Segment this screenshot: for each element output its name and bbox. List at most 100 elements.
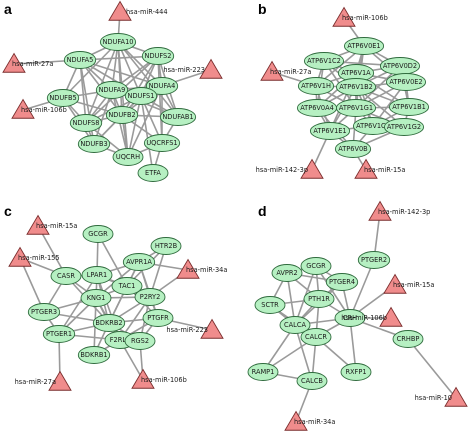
- gene-node-PTH1R[interactable]: PTH1R: [303, 290, 335, 308]
- gene-node-RXFP1[interactable]: RXFP1: [340, 363, 372, 381]
- mirna-node-b15a[interactable]: hsa-miR-15a: [354, 158, 405, 179]
- mirna-node-d1423p[interactable]: hsa-miR-142-3p: [368, 200, 430, 221]
- mirna-node-d10[interactable]: hsa-miR-10: [415, 386, 468, 407]
- gene-node-KNG1[interactable]: KNG1: [80, 289, 112, 307]
- gene-node-UQCRH[interactable]: UQCRH: [112, 148, 144, 166]
- mirna-triangle: [199, 58, 223, 79]
- mirna-node-c15a[interactable]: hsa-miR-15a: [26, 214, 77, 235]
- gene-node-NDUFA5[interactable]: NDUFA5: [63, 51, 97, 69]
- gene-label: ATP6V1A: [341, 69, 371, 77]
- gene-label: NDUFS2: [145, 52, 172, 60]
- gene-label: ATP6V1G2: [387, 123, 421, 131]
- gene-node-PTGER1[interactable]: PTGER1: [42, 325, 76, 343]
- gene-node-CALCR[interactable]: CALCR: [300, 328, 332, 346]
- gene-node-NDUFB3[interactable]: NDUFB3: [77, 135, 111, 153]
- panel-letter-c: c: [4, 203, 12, 219]
- gene-node-CRH[interactable]: CRH: [334, 309, 366, 327]
- gene-label: SCTR: [261, 301, 279, 309]
- gene-node-NDUFB2[interactable]: NDUFB2: [105, 106, 139, 124]
- gene-node-CASR[interactable]: CASR: [50, 267, 82, 285]
- gene-ellipse: [343, 37, 385, 55]
- mirna-node-a106b[interactable]: hsa-miR-106b: [11, 98, 67, 119]
- gene-node-PTGFR[interactable]: PTGFR: [142, 309, 174, 327]
- gene-node-CRHBP[interactable]: CRHBP: [392, 330, 424, 348]
- mirna-label: hsa-miR-15a: [364, 166, 405, 174]
- mirna-node-c34a[interactable]: hsa-miR-34a: [176, 258, 227, 279]
- gene-ellipse: [143, 134, 181, 152]
- mirna-node-b1423p[interactable]: hsa-miR-142-3p: [256, 158, 324, 179]
- mirna-node-a223[interactable]: hsa-miR-223: [163, 58, 223, 79]
- mirna-node-c27a[interactable]: hsa-miR-27a: [15, 370, 72, 391]
- mirna-node-d15a[interactable]: hsa-miR-15a: [383, 273, 434, 294]
- gene-node-ATP6V1C2[interactable]: ATP6V1C2: [303, 52, 345, 70]
- gene-node-HTR2B[interactable]: HTR2B: [150, 237, 182, 255]
- gene-node-NDUFB5[interactable]: NDUFB5: [46, 89, 80, 107]
- mirna-node-a27a[interactable]: hsa-miR-27a: [2, 52, 53, 73]
- mirna-node-c223[interactable]: hsa-miR-223: [166, 318, 224, 339]
- gene-node-AVPR2[interactable]: AVPR2: [271, 264, 303, 282]
- mirna-node-c106b[interactable]: hsa-miR-106b: [131, 368, 187, 389]
- gene-node-LPAR1[interactable]: LPAR1: [81, 266, 113, 284]
- gene-node-ATP6V1H[interactable]: ATP6V1H: [297, 77, 335, 95]
- gene-node-UQCRFS1[interactable]: UQCRFS1: [143, 134, 181, 152]
- gene-node-NDUFA10[interactable]: NDUFA10: [99, 33, 137, 51]
- gene-node-PTGER4[interactable]: PTGER4: [325, 273, 359, 291]
- gene-node-NDUFA4[interactable]: NDUFA4: [145, 77, 179, 95]
- mirna-node-d34a[interactable]: hsa-miR-34a: [284, 410, 335, 431]
- mirna-node-a444[interactable]: hsa-miR-444: [108, 0, 168, 21]
- mirna-node-c155[interactable]: hsa-miR-155: [8, 246, 60, 267]
- gene-node-CALCB[interactable]: CALCB: [296, 372, 328, 390]
- gene-node-ATP6V0A4[interactable]: ATP6V0A4: [296, 99, 338, 117]
- gene-node-RAMP1[interactable]: RAMP1: [247, 363, 279, 381]
- gene-node-ATP6V1B2[interactable]: ATP6V1B2: [335, 78, 377, 96]
- gene-node-GCGR_d[interactable]: GCGR: [300, 257, 332, 275]
- gene-node-BDKRB2[interactable]: BDKRB2: [92, 314, 126, 332]
- mirna-label: hsa-miR-142-3p: [256, 166, 308, 174]
- gene-node-ATP6V1G2[interactable]: ATP6V1G2: [383, 118, 425, 136]
- mirna-label: hsa-miR-106b: [342, 14, 388, 22]
- mirna-node-b27a[interactable]: hsa-miR-27a: [260, 60, 311, 81]
- gene-node-ATP6V1E1[interactable]: ATP6V1E1: [309, 122, 351, 140]
- gene-ellipse: [254, 296, 286, 314]
- gene-node-PTGER3[interactable]: PTGER3: [27, 303, 61, 321]
- mirna-triangle: [8, 246, 32, 267]
- gene-node-P2RY2[interactable]: P2RY2: [134, 288, 166, 306]
- gene-label: ATP6V1H: [301, 82, 331, 90]
- gene-node-CALCA[interactable]: CALCA: [279, 316, 311, 334]
- gene-label: TAC1: [118, 282, 136, 290]
- mirna-node-b106b[interactable]: hsa-miR-106b: [332, 6, 388, 27]
- gene-node-BDKRB1[interactable]: BDKRB1: [77, 346, 111, 364]
- gene-ellipse: [141, 47, 175, 65]
- mirna-label: hsa-miR-223: [166, 326, 208, 334]
- gene-node-ATP6V0B[interactable]: ATP6V0B: [334, 140, 372, 158]
- edge-PTGER2-CRH: [349, 259, 375, 319]
- gene-node-TAC1[interactable]: TAC1: [111, 277, 143, 295]
- gene-node-ATP6V1B1[interactable]: ATP6V1B1: [388, 98, 430, 116]
- gene-ellipse: [81, 266, 113, 284]
- gene-node-SCTR[interactable]: SCTR: [254, 296, 286, 314]
- gene-node-AVPR1A[interactable]: AVPR1A: [122, 253, 156, 271]
- gene-node-PTGER2[interactable]: PTGER2: [357, 251, 391, 269]
- gene-node-ATP6V0D2[interactable]: ATP6V0D2: [379, 57, 421, 75]
- gene-node-GCGR[interactable]: GCGR: [82, 225, 114, 243]
- gene-label: PTGER3: [31, 308, 57, 316]
- gene-label: BDKRB2: [95, 319, 122, 327]
- edge-LPAR1-PTGER1: [58, 274, 98, 335]
- gene-node-ETFA[interactable]: ETFA: [137, 164, 169, 182]
- gene-label: AVPR2: [276, 269, 297, 277]
- gene-node-NDUFAB1[interactable]: NDUFAB1: [159, 108, 197, 126]
- gene-node-ATP6V1G1[interactable]: ATP6V1G1: [335, 99, 377, 117]
- mirna-node-d106b[interactable]: hsa-miR-106b: [341, 306, 403, 327]
- gene-label: ATP6V0E1: [347, 42, 380, 50]
- gene-node-NDUFS1[interactable]: NDUFS1: [124, 87, 158, 105]
- gene-node-RGS2[interactable]: RGS2: [124, 332, 156, 350]
- gene-node-NDUFS8[interactable]: NDUFS8: [69, 114, 103, 132]
- gene-node-ATP6V0E1[interactable]: ATP6V0E1: [343, 37, 385, 55]
- gene-node-NDUFA9[interactable]: NDUFA9: [95, 81, 129, 99]
- gene-node-NDUFS2[interactable]: NDUFS2: [141, 47, 175, 65]
- panel-letter-d: d: [258, 203, 267, 219]
- mirna-label: hsa-miR-106b: [21, 106, 67, 114]
- gene-node-ATP6V0E2[interactable]: ATP6V0E2: [385, 73, 427, 91]
